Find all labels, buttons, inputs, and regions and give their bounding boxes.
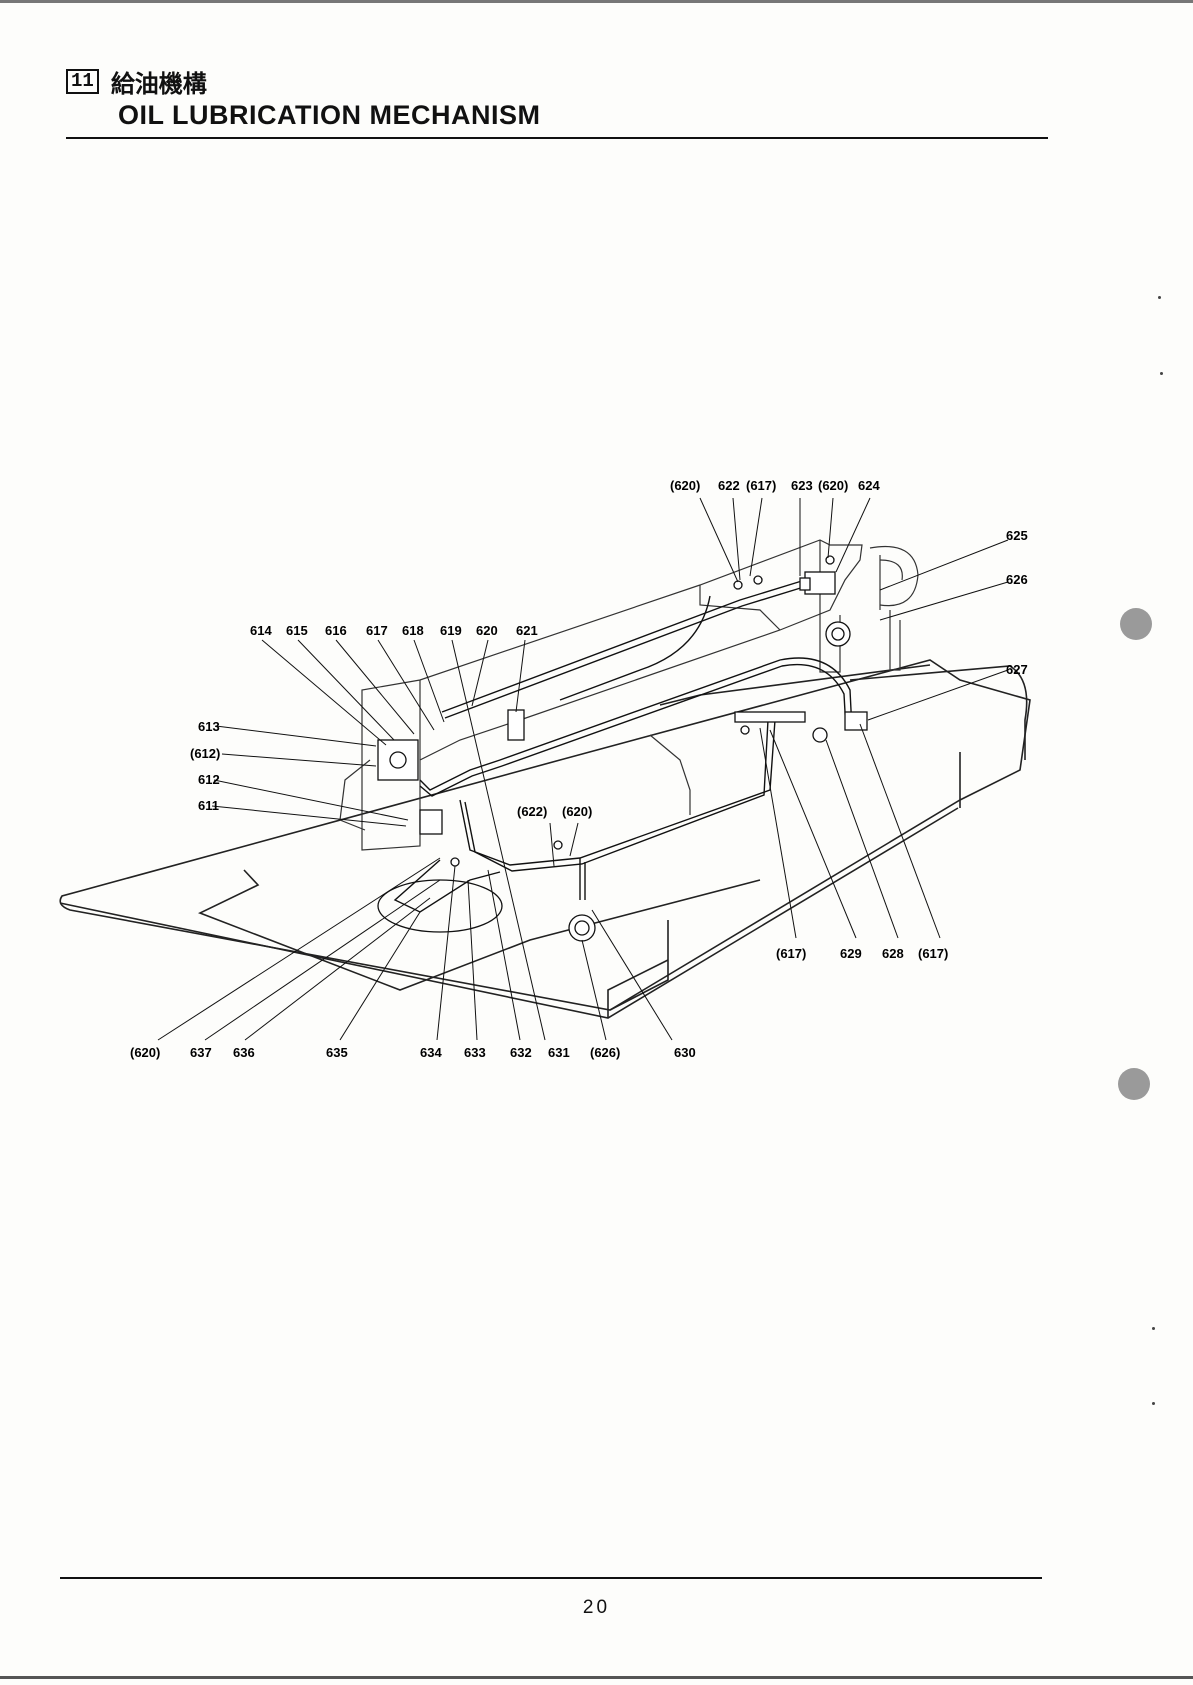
callouts-top: (620) 622 (617) 623 (620) 624 (670, 478, 880, 493)
callout-label: 631 (548, 1045, 570, 1060)
punch-hole-mark (1120, 608, 1152, 640)
callout-label: (620) (818, 478, 848, 493)
callout-label: 613 (198, 719, 220, 734)
callout-label: 630 (674, 1045, 696, 1060)
page-edge-bottom (0, 1676, 1193, 1679)
callout-label: 637 (190, 1045, 212, 1060)
callout-label: 623 (791, 478, 813, 493)
callout-label: 612 (198, 772, 220, 787)
oil-fittings (378, 556, 867, 941)
callout-label: 622 (718, 478, 740, 493)
scan-speck (1160, 372, 1163, 375)
callout-label: 619 (440, 623, 462, 638)
callout-label: 618 (402, 623, 424, 638)
callout-label: 632 (510, 1045, 532, 1060)
callout-label: (620) (130, 1045, 160, 1060)
callouts-lower-right: (617) 629 628 (617) (776, 946, 948, 961)
callouts-bottom: (620) 637 636 635 634 633 632 631 (626) … (130, 1045, 696, 1060)
callouts-upper-left: 614 615 616 617 618 619 620 621 (250, 623, 538, 638)
callout-label: 624 (858, 478, 880, 493)
scan-speck (1152, 1327, 1155, 1330)
callouts-left: 613 (612) 612 611 (190, 719, 220, 813)
callout-label: (620) (670, 478, 700, 493)
page-number: 20 (0, 1597, 1193, 1619)
callout-label: 615 (286, 623, 308, 638)
callout-label: 628 (882, 946, 904, 961)
footer-rule (60, 1577, 1042, 1579)
callout-label: 629 (840, 946, 862, 961)
callout-label: (622) (517, 804, 547, 819)
callout-label: 614 (250, 623, 272, 638)
callout-label: (617) (776, 946, 806, 961)
callout-label: (617) (746, 478, 776, 493)
callout-label: 617 (366, 623, 388, 638)
callout-label: 635 (326, 1045, 348, 1060)
scan-speck (1158, 296, 1161, 299)
callout-label: 636 (233, 1045, 255, 1060)
callout-label: 616 (325, 623, 347, 638)
callout-label: (617) (918, 946, 948, 961)
callout-label: (612) (190, 746, 220, 761)
callout-label: 611 (198, 798, 219, 813)
callout-label: 625 (1006, 528, 1028, 543)
callout-label: 621 (516, 623, 538, 638)
callout-label: 633 (464, 1045, 486, 1060)
callout-label: 634 (420, 1045, 442, 1060)
callout-label: (626) (590, 1045, 620, 1060)
callouts-middle: (622) (620) (517, 804, 592, 819)
callout-label: 627 (1006, 662, 1028, 677)
callout-label: 620 (476, 623, 498, 638)
punch-hole-mark (1118, 1068, 1150, 1100)
callout-label: 626 (1006, 572, 1028, 587)
callout-label: (620) (562, 804, 592, 819)
callouts-right: 625 626 627 (1006, 528, 1028, 677)
scan-speck (1152, 1402, 1155, 1405)
